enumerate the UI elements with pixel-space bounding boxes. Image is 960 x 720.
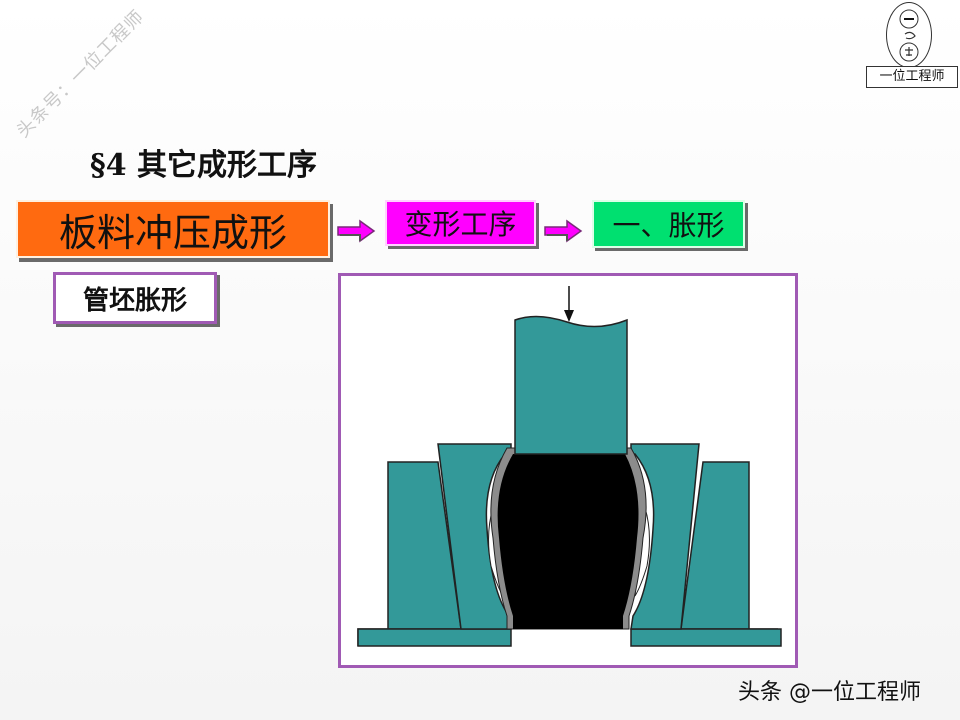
right-split-die [630, 443, 700, 630]
breadcrumb-main: 板料冲压成形 [16, 200, 330, 258]
logo-seal-icon [886, 2, 932, 68]
logo-label: 一位工程师 [866, 66, 958, 88]
left-base [357, 628, 512, 647]
rubber-core [497, 454, 639, 629]
logo: 一位工程师 [866, 2, 958, 88]
force-arrow-head-icon [564, 310, 574, 322]
breadcrumb-step: 变形工序 [385, 200, 536, 246]
tube-bulging-diagram [357, 286, 782, 647]
topic-label: 管坯胀形 [53, 272, 217, 324]
section-title: §4 其它成形工序 [90, 148, 318, 183]
arrow-right-icon [337, 219, 376, 243]
right-base [630, 628, 782, 647]
breadcrumb-current: 一、胀形 [592, 200, 745, 248]
arrow-right-icon [544, 219, 583, 243]
footer-watermark: 头条 @一位工程师 [738, 680, 921, 705]
punch [514, 315, 628, 455]
bulging-diagram-frame [338, 273, 798, 668]
diagonal-watermark: 头条号：一位工程师 [12, 6, 149, 142]
